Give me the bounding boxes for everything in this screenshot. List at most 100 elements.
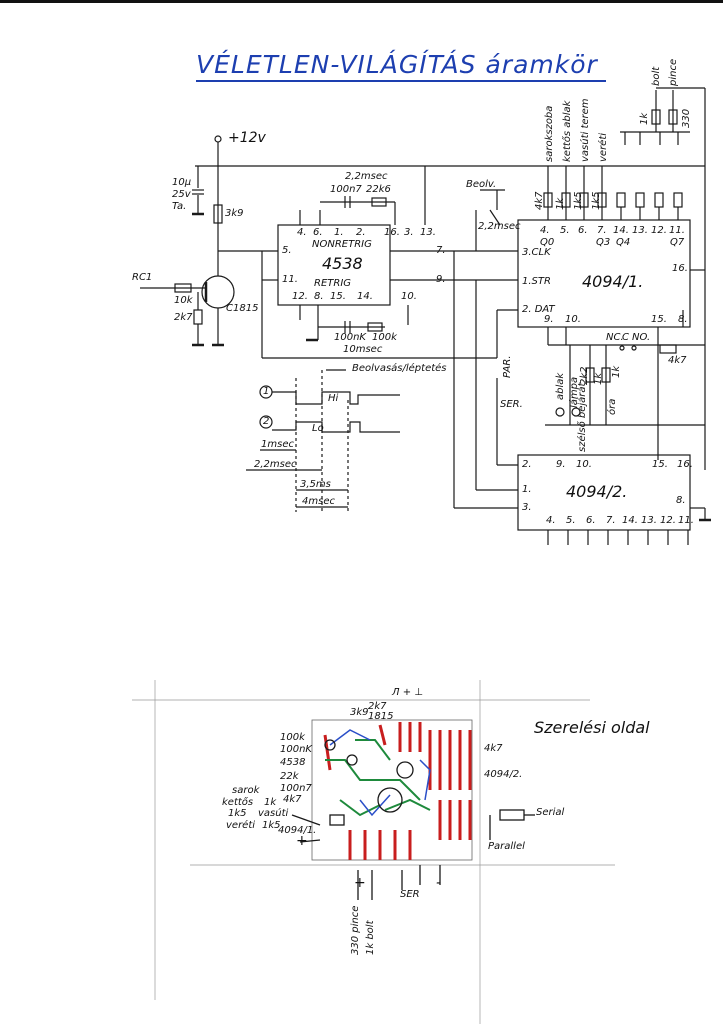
- layout-left-7: sarok: [232, 785, 260, 796]
- reg1-pin-top-5: 14.: [613, 225, 629, 236]
- cellar-leds: [620, 87, 706, 166]
- reg1-pin-top-3: 6.: [578, 225, 588, 236]
- timing-wave-1: 1: [263, 386, 270, 397]
- transistor-label: C1815: [226, 303, 259, 314]
- lower-out-1: ablak: [555, 372, 566, 400]
- relay-c: C: [622, 332, 629, 343]
- reg1-pin-top-6: 13.: [632, 225, 648, 236]
- timing-bottom-cap: 100nK: [334, 332, 366, 343]
- relay-no: NO.: [632, 332, 651, 343]
- cellar-res-2: 330: [681, 108, 692, 128]
- u4538-pin-5: 5.: [282, 245, 292, 256]
- reg1-q4: Q4: [616, 237, 631, 248]
- output-2-label: kettős ablak: [562, 100, 573, 162]
- u4538-pin-top-1: 4.: [297, 227, 307, 238]
- reg2-pin-8: 8.: [676, 495, 686, 506]
- reg1-pin-bottom-4: 8.: [678, 314, 688, 325]
- layout-top-1815: 1815: [368, 711, 394, 722]
- output-res-3: 1k5: [573, 191, 584, 210]
- reg1-dat: 2. DAT: [522, 304, 555, 315]
- reg2-pin-left-2: 1.: [522, 484, 532, 495]
- output-4-label: veréti: [598, 132, 609, 162]
- layout-plus-1: +: [354, 875, 366, 891]
- reg2-pin-top-2: 10.: [576, 459, 592, 470]
- layout-left-right-3: 1k5: [262, 820, 281, 831]
- reg1-str: 1.STR: [522, 276, 551, 287]
- reg2-pin-left-1: 2.: [522, 459, 532, 470]
- title-underline: [196, 80, 606, 82]
- chip-4094-1: [517, 219, 691, 328]
- layout-left-2: 100nK: [280, 744, 312, 755]
- resistor-22k6-label: 22k6: [366, 184, 391, 195]
- beolv-time: 2,2msec: [478, 221, 521, 232]
- layout-left-11: 4094/1.: [278, 825, 317, 836]
- u4538-pin-bottom-5: 10.: [401, 291, 417, 302]
- u4538-pin-top-3: 1.: [334, 227, 344, 238]
- layout-left-3: 4538: [280, 757, 306, 768]
- lower-out-4: óra: [607, 398, 618, 415]
- u4538-pin-bottom-3: 15.: [330, 291, 346, 302]
- timing-bottom-time: 10msec: [343, 344, 383, 355]
- layout-ser: SER: [400, 889, 420, 900]
- timing-diagram: [246, 369, 400, 512]
- lower-outputs: [545, 344, 705, 426]
- layout-left-5: 100n7: [280, 783, 312, 794]
- reg2-name: 4094/2.: [566, 482, 628, 501]
- u4538-pin-7: 7.: [436, 245, 446, 256]
- layout-minus: -: [436, 875, 442, 891]
- reg1-pin-top-2: 5.: [560, 225, 570, 236]
- reg2-pin-left-3: 3.: [522, 502, 532, 513]
- layout-heading: Szerelési oldal: [534, 718, 650, 737]
- reg2-pin-bottom-8: 11.: [678, 515, 694, 526]
- timing-t3: 3,5ms: [300, 479, 331, 490]
- beolv-label: Beolv.: [466, 179, 497, 190]
- timing-top-label: 2,2msec: [345, 171, 388, 182]
- relay-nc: NC.: [606, 332, 624, 343]
- cellar-label-pince: pince: [668, 58, 679, 86]
- reg2-pin-bottom-2: 5.: [566, 515, 576, 526]
- lower-res-2: 1k: [593, 372, 604, 385]
- u4538-pin-top-6: 3.: [404, 227, 414, 238]
- reg1-pin-bottom-2: 10.: [565, 314, 581, 325]
- resistor-2k7-label: 2k7: [174, 312, 193, 323]
- reg1-pin-bottom-3: 15.: [651, 314, 667, 325]
- cap-100n7-label: 100n7: [330, 184, 362, 195]
- reg2-pin-top-1: 9.: [556, 459, 566, 470]
- beolv-switch: [475, 189, 505, 251]
- reg2-pin-bottom-1: 4.: [546, 515, 556, 526]
- u4538-pin-top-7: 13.: [420, 227, 436, 238]
- u4538-nonretrig: NONRETRIG: [312, 239, 372, 250]
- reg1-pin-bottom-1: 9.: [544, 314, 554, 325]
- u4538-name: 4538: [322, 254, 363, 273]
- u4538-retrig: RETRIG: [314, 278, 352, 289]
- u4538-pin-top-2: 6.: [313, 227, 323, 238]
- layout-right-4k7: 4k7: [484, 743, 503, 754]
- u4538-pin-top-4: 2.: [356, 227, 366, 238]
- chip-4538: [277, 224, 391, 306]
- reg1-q3: Q3: [596, 237, 611, 248]
- layout-left-10: veréti: [226, 820, 256, 831]
- reg2-pin-bottom-6: 13.: [641, 515, 657, 526]
- resistor-3k9: [213, 204, 223, 224]
- reg1-pin-top-8: 11.: [669, 225, 685, 236]
- layout-serial: Serial: [536, 807, 565, 818]
- output-res-1: 4k7: [534, 191, 545, 210]
- reg2-pin-bottom-5: 14.: [622, 515, 638, 526]
- timing-hi: Hi: [328, 393, 339, 404]
- layout-left-right-1: 1k: [264, 797, 277, 808]
- u4538-pin-bottom-4: 14.: [357, 291, 373, 302]
- ser-label: SER.: [500, 399, 523, 410]
- u4538-pin-top-5: 16.: [384, 227, 400, 238]
- layout-top-2k7: 2k7: [368, 701, 387, 712]
- timing-t1: 1msec: [261, 439, 294, 450]
- u4538-pin-bottom-2: 8.: [314, 291, 324, 302]
- layout-plus-2: +: [296, 833, 308, 849]
- reg2-pin-top-3: 15.: [652, 459, 668, 470]
- lower-res-1: 2k2: [579, 366, 590, 385]
- page-title: VÉLETLEN-VILÁGÍTÁS áramkör: [196, 50, 598, 79]
- resistor-4k7-right: 4k7: [668, 355, 687, 366]
- layout-left-1: 100k: [280, 732, 305, 743]
- reg1-pin-top-4: 7.: [597, 225, 607, 236]
- chip-4094-2: [517, 454, 691, 531]
